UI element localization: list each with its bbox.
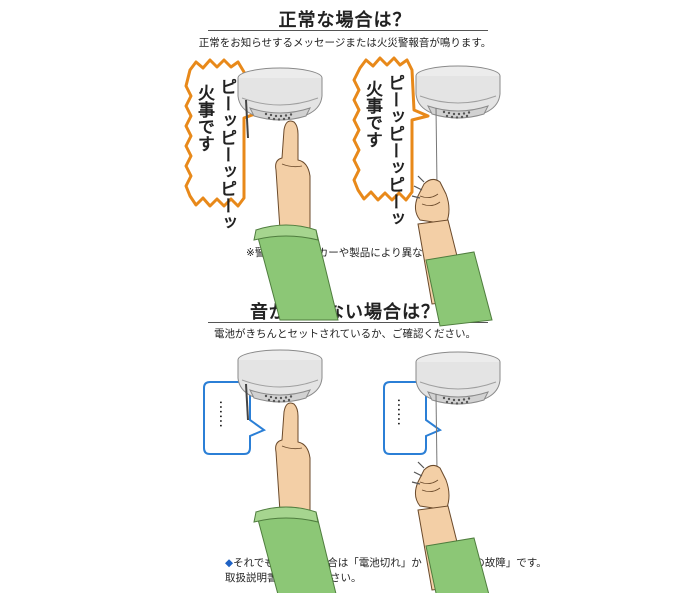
- smoke-detector-right-2: [415, 351, 501, 406]
- motion-lines-right-2: [411, 461, 425, 485]
- smoke-detector-right: [415, 65, 501, 120]
- pull-cord-left: [245, 99, 249, 139]
- smoke-detector-left: [237, 67, 323, 122]
- pulling-hand-right: [414, 178, 493, 327]
- blue-bubble-right: [383, 381, 443, 455]
- orange-bubble-right: [352, 56, 430, 202]
- section2-subtitle: 電池がきちんとセットされているか、ご確認ください。: [214, 328, 476, 340]
- bubble-left-line1: ピーッピーッピーッ: [216, 78, 236, 231]
- section1-subtitle: 正常をお知らせするメッセージまたは火災警報音が鳴ります。: [198, 37, 492, 49]
- section2-title-rule: [208, 322, 488, 323]
- pull-cord-left-2: [245, 383, 249, 421]
- bubble-right-line1: ピーッピーッピーッ: [384, 74, 404, 227]
- motion-lines-right: [411, 175, 425, 199]
- section1-title-rule: [208, 30, 488, 31]
- pressing-hand-left: [253, 120, 339, 321]
- section1-title: 正常な場合は？: [278, 10, 412, 31]
- pulling-hand-right-2: [414, 464, 493, 593]
- bubble-right-line2: 火事です: [362, 80, 383, 148]
- bubble-left-silence: ……: [216, 400, 232, 428]
- blue-bubble-left: [203, 381, 267, 455]
- smoke-detector-left-2: [237, 349, 323, 404]
- bubble-left-line2: 火事です: [194, 84, 215, 152]
- diamond-bullet-icon: ◆: [225, 557, 234, 569]
- bubble-right-silence: ……: [394, 398, 410, 426]
- pressing-hand-left-2: [253, 402, 339, 593]
